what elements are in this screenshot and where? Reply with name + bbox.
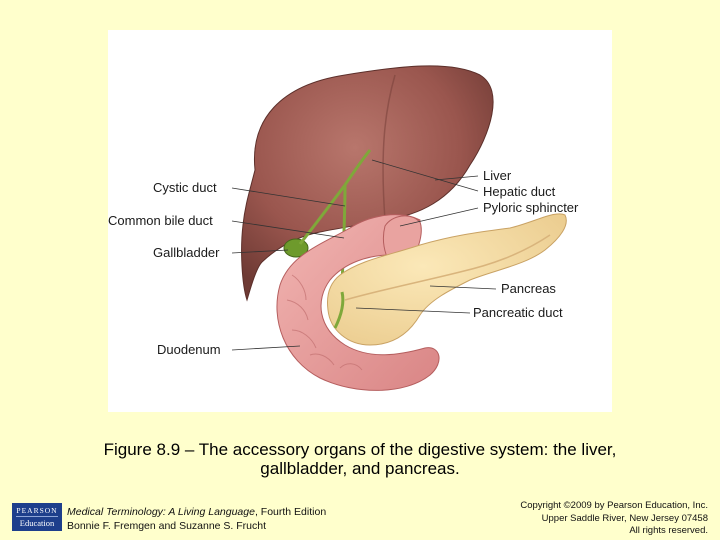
figure-caption: Figure 8.9 – The accessory organs of the… xyxy=(40,440,680,478)
book-credit: Medical Terminology: A Living Language, … xyxy=(67,505,326,533)
label-cystic-duct: Cystic duct xyxy=(153,180,217,195)
leader-lines xyxy=(231,159,497,351)
label-pancreatic-duct: Pancreatic duct xyxy=(473,305,563,320)
label-pancreas: Pancreas xyxy=(501,281,556,296)
book-authors: Bonnie F. Fremgen and Suzanne S. Frucht xyxy=(67,520,267,532)
pearson-education-logo: PEARSON Education xyxy=(12,503,62,531)
copyright-line-3: All rights reserved. xyxy=(629,525,708,536)
book-edition: , Fourth Edition xyxy=(254,506,327,518)
label-pyloric-sphincter: Pyloric sphincter xyxy=(483,200,579,215)
hepatic-duct-shape xyxy=(343,149,372,186)
caption-line-2: gallbladder, and pancreas. xyxy=(260,459,460,478)
book-title: Medical Terminology: A Living Language xyxy=(67,506,255,518)
label-duodenum: Duodenum xyxy=(157,342,221,357)
logo-line-1: PEARSON xyxy=(16,505,58,517)
logo-line-2: Education xyxy=(19,517,55,528)
cystic-duct-shape xyxy=(298,184,347,245)
caption-line-1: Figure 8.9 – The accessory organs of the… xyxy=(103,440,617,459)
anatomy-illustration: Cystic duct Common bile duct Gallbladder… xyxy=(108,65,579,391)
pancreas-shape xyxy=(327,213,567,346)
pancreas-duct-green xyxy=(333,291,345,329)
copyright-line-2: Upper Saddle River, New Jersey 07458 xyxy=(541,512,708,524)
copyright-notice: Copyright ©2009 by Pearson Education, In… xyxy=(520,500,708,538)
label-hepatic-duct: Hepatic duct xyxy=(483,184,556,199)
liver-lobe-line xyxy=(382,74,396,221)
book-title-line: Medical Terminology: A Living Language, … xyxy=(67,505,326,519)
pancreatic-duct-shape xyxy=(344,234,551,301)
label-liver: Liver xyxy=(483,168,512,183)
anatomy-figure: Cystic duct Common bile duct Gallbladder… xyxy=(108,30,612,412)
copyright-line-1: Copyright ©2009 by Pearson Education, In… xyxy=(520,500,708,511)
label-common-bile-duct: Common bile duct xyxy=(108,213,213,228)
duodenum-folds xyxy=(286,274,363,371)
label-gallbladder: Gallbladder xyxy=(153,245,220,260)
duodenum-shape xyxy=(276,214,440,391)
